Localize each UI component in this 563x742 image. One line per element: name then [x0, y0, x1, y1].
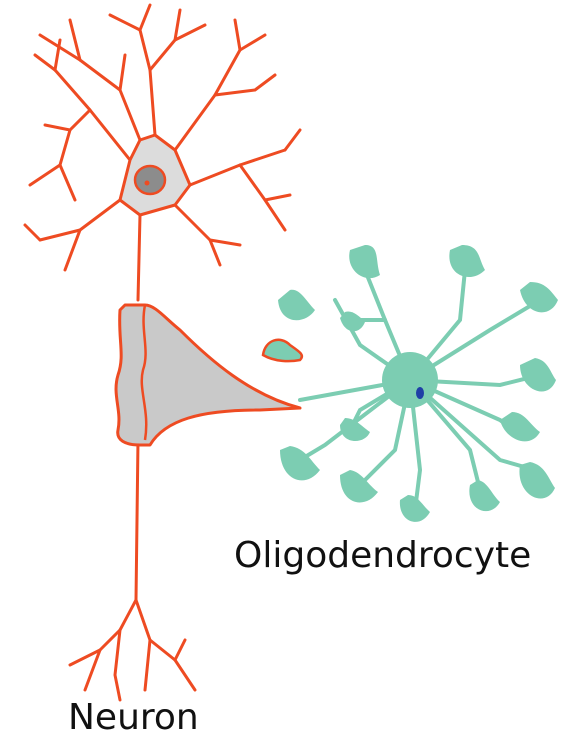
oligodendrocyte-label: Oligodendrocyte: [234, 538, 531, 574]
myelin-fragment: [263, 340, 302, 361]
oligodendrocyte-soma: [382, 352, 438, 408]
neuron-nucleolus: [145, 181, 150, 186]
oligodendrocyte-nucleus: [416, 387, 424, 399]
neuron-label: Neuron: [68, 700, 199, 736]
neuron-nucleus: [135, 166, 165, 194]
